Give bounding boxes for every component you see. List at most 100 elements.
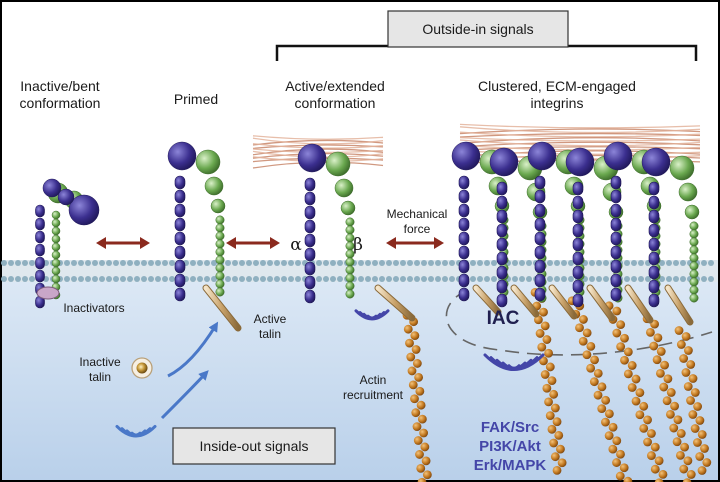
lipid-head [253,276,259,282]
pathway-erk-mapk: Erk/MAPK [474,457,547,474]
lipid-head [29,276,35,282]
plasma-membrane [1,260,718,282]
lipid-head [372,276,378,282]
domain [458,287,470,302]
talin-rod-clustered-core [549,285,577,319]
domain [610,189,622,204]
domain [304,261,316,276]
actin-monomer [676,429,686,438]
actin-monomer [674,326,684,335]
actin-monomer [414,372,424,382]
lipid-head [15,276,21,282]
actin-monomer [623,347,633,357]
actin-monomer [612,458,621,467]
domain [174,287,186,302]
actin-monomer [623,476,633,482]
domain [174,189,186,204]
lipid-head [631,276,637,282]
alpha-leg [174,175,186,302]
actin-monomer [686,396,695,405]
actin-monomer [419,428,429,438]
domain [174,203,186,218]
lipid-head [155,276,161,282]
beta-subunit-label: β [353,235,363,255]
actin-monomer [659,382,669,392]
alpha-leg [496,181,508,308]
actin-monomer [616,342,626,352]
actin-monomer [421,456,431,466]
ecm-fiber [459,126,701,134]
lipid-head [631,260,637,266]
actin-monomer [616,320,626,330]
lipid-head [295,276,301,282]
actin-monomer [545,362,555,372]
lipid-head [71,276,77,282]
actin-monomer [413,436,423,445]
domain [689,229,699,239]
ecm-fiber [459,132,701,138]
actin-monomer [552,465,562,475]
actin-monomer [601,417,610,427]
actin-monomer [422,470,432,480]
actin-monomer [547,376,557,386]
domain [304,177,316,192]
domain [610,203,622,218]
ecm-fiber [459,137,701,145]
lipid-head [624,260,630,266]
lipid-head [701,276,707,282]
domain [572,237,584,252]
actin-monomer [647,451,656,460]
domain [304,275,316,290]
ecm-fiber [459,146,701,151]
domain [458,273,470,288]
talin-rod-clustered-core [587,285,615,321]
lipid-head [561,260,567,266]
lipid-head [141,260,147,266]
outside-in-box [387,10,569,48]
actin-monomer [680,442,689,452]
actin-monomer [411,408,421,418]
lipid-head [99,260,105,266]
actin-monomer [672,437,682,447]
lipid-head [22,260,28,266]
active-extended-label-line2: conformation [295,95,376,111]
pathway-fak-src: FAK/Src [481,419,539,436]
lipid-head [106,276,112,282]
actin-monomer [650,442,660,452]
actin-monomer [635,388,645,398]
beta-leg [215,215,225,297]
lipid-head [442,260,448,266]
domain [689,261,699,271]
lipid-head [372,260,378,266]
actin-monomer [420,442,430,452]
arrow-head [386,237,396,249]
domain [534,259,546,274]
actin-monomer [608,444,618,454]
domain [603,141,633,171]
actin-monomer [697,466,707,475]
domain [496,279,508,294]
double-arrow-icon [96,237,150,249]
lipid-head [197,276,203,282]
alpha-head [167,141,197,171]
actin-monomer [679,464,689,474]
lipid-head [225,276,231,282]
actin-monomer [656,347,666,356]
lipid-head [442,276,448,282]
lipid-head [407,260,413,266]
lipid-head [120,260,126,266]
active-talin-label-line1: Active [254,312,287,326]
domain [51,258,61,268]
talin-rod-primed-core [203,285,241,331]
domain [215,239,225,249]
actin-monomer [666,409,675,419]
domain [641,147,671,177]
domain [458,231,470,246]
actin-monomer [412,422,422,432]
double-arrow-icon [226,237,280,249]
lipid-head [701,260,707,266]
actin-filament [642,314,696,482]
domain [334,178,354,198]
pathway-pi3k-akt: PI3K/Akt [479,438,541,455]
lipid-head [526,276,532,282]
